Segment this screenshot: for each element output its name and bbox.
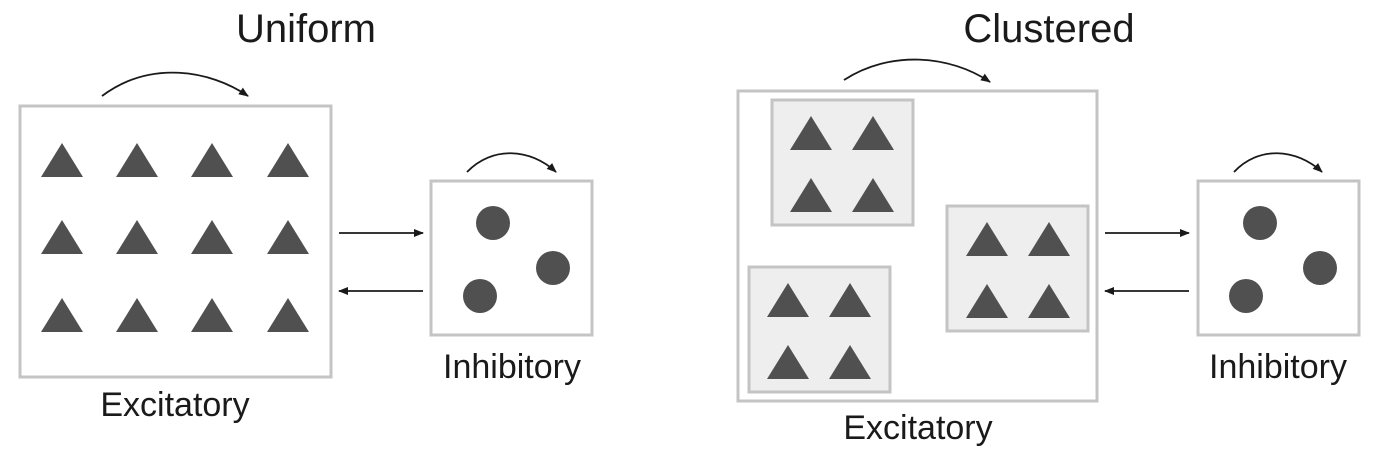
clustered-excitatory-label: Excitatory bbox=[843, 409, 992, 447]
excitatory-recurrent-arrow bbox=[101, 71, 249, 97]
inhibitory-recurrent-arrow bbox=[466, 152, 557, 173]
excitatory-neuron-icon bbox=[267, 220, 309, 254]
excitatory-neuron-icon bbox=[41, 143, 83, 177]
inhibitory-recurrent-arrow bbox=[1233, 152, 1323, 173]
excitatory-neuron-icon bbox=[767, 283, 809, 317]
excitatory-neuron-icon bbox=[852, 116, 894, 150]
excitatory-cluster-1 bbox=[770, 98, 915, 227]
inhibitory-neuron-icon bbox=[476, 206, 510, 240]
excitatory-neuron-icon bbox=[1028, 284, 1070, 318]
inhibitory-neurons bbox=[1229, 206, 1337, 313]
excitatory-neuron-icon bbox=[116, 298, 158, 332]
excitatory-neuron-icon bbox=[1028, 222, 1070, 256]
excitatory-cluster-2 bbox=[945, 204, 1090, 333]
excitatory-neuron-icon bbox=[267, 143, 309, 177]
excitatory-cluster-3 bbox=[747, 265, 892, 394]
excitatory-neuron-icon bbox=[767, 345, 809, 379]
inhibitory-population-box bbox=[429, 179, 594, 337]
inhibitory-neuron-icon bbox=[1243, 206, 1277, 240]
uniform-title: Uniform bbox=[236, 7, 376, 51]
excitatory-neuron-icon bbox=[41, 298, 83, 332]
uniform-excitatory-label: Excitatory bbox=[100, 386, 249, 424]
excitatory-neuron-icon bbox=[966, 284, 1008, 318]
excitatory-neuron-icon bbox=[267, 298, 309, 332]
excitatory-neuron-icon bbox=[191, 143, 233, 177]
excitatory-neuron-icon bbox=[829, 283, 871, 317]
inhibitory-population-box bbox=[1196, 179, 1361, 337]
excitatory-neurons bbox=[41, 143, 309, 332]
inhibitory-neuron-icon bbox=[1229, 279, 1263, 313]
excitatory-recurrent-arrow bbox=[843, 58, 991, 83]
excitatory-neuron-icon bbox=[966, 222, 1008, 256]
excitatory-neuron-icon bbox=[790, 116, 832, 150]
uniform-panel: Uniform Excitatory Inhibitory bbox=[18, 7, 594, 424]
excitatory-neurons bbox=[767, 116, 1070, 379]
clustered-title: Clustered bbox=[963, 7, 1134, 51]
excitatory-neuron-icon bbox=[829, 345, 871, 379]
inhibitory-neuron-icon bbox=[1303, 251, 1337, 285]
excitatory-neuron-icon bbox=[116, 143, 158, 177]
inhibitory-neuron-icon bbox=[463, 279, 497, 313]
clustered-panel: Clustered Excitatory Inhibitory bbox=[736, 7, 1361, 447]
excitatory-neuron-icon bbox=[191, 298, 233, 332]
excitatory-neuron-icon bbox=[852, 178, 894, 212]
inhibitory-neuron-icon bbox=[536, 251, 570, 285]
excitatory-neuron-icon bbox=[191, 220, 233, 254]
clustered-inhibitory-label: Inhibitory bbox=[1209, 348, 1347, 386]
uniform-inhibitory-label: Inhibitory bbox=[443, 348, 581, 386]
excitatory-neuron-icon bbox=[790, 178, 832, 212]
excitatory-neuron-icon bbox=[116, 220, 158, 254]
inhibitory-neurons bbox=[463, 206, 570, 313]
excitatory-neuron-icon bbox=[41, 220, 83, 254]
